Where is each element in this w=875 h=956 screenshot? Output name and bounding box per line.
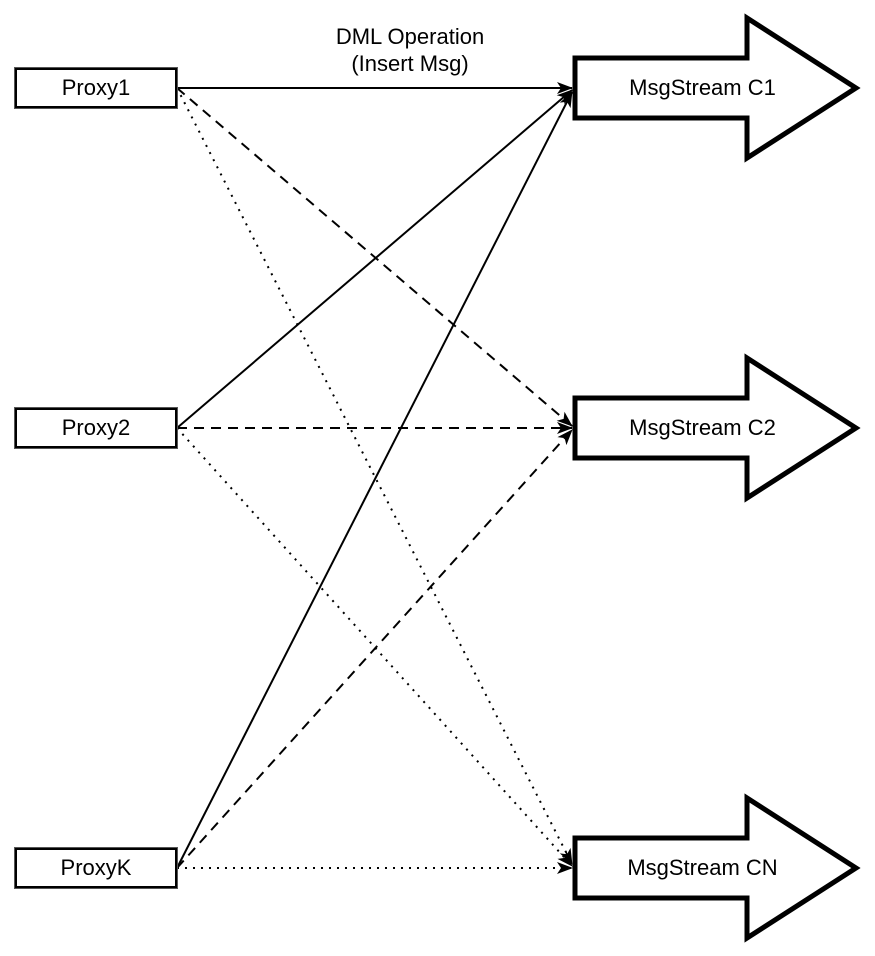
proxy2-node: Proxy2 xyxy=(14,407,178,449)
msgstream-cn-arrow-shape xyxy=(572,793,861,943)
proxyk-node: ProxyK xyxy=(14,847,178,889)
edge-proxy2-c1-solid xyxy=(176,89,573,429)
dml-operation-label-line1: DML Operation xyxy=(335,24,485,49)
dml-operation-label: DML Operation (Insert Msg) xyxy=(300,23,520,77)
proxy2-label: Proxy2 xyxy=(61,415,131,440)
dml-operation-label-line2: (Insert Msg) xyxy=(351,51,469,76)
msgstream-c2-arrow-shape xyxy=(572,353,861,503)
proxy1-node: Proxy1 xyxy=(14,67,178,109)
edge-proxy2-cn-dotted xyxy=(176,427,573,867)
edge-proxyk-c1-solid xyxy=(176,91,573,869)
proxy1-label: Proxy1 xyxy=(61,75,131,100)
edge-proxy1-c2-dashed xyxy=(176,87,573,427)
edge-proxy1-cn-dotted xyxy=(176,87,573,865)
proxyk-label: ProxyK xyxy=(60,855,132,880)
edge-proxyk-c2-dashed xyxy=(176,429,573,869)
msgstream-c1-arrow-shape xyxy=(572,13,861,163)
